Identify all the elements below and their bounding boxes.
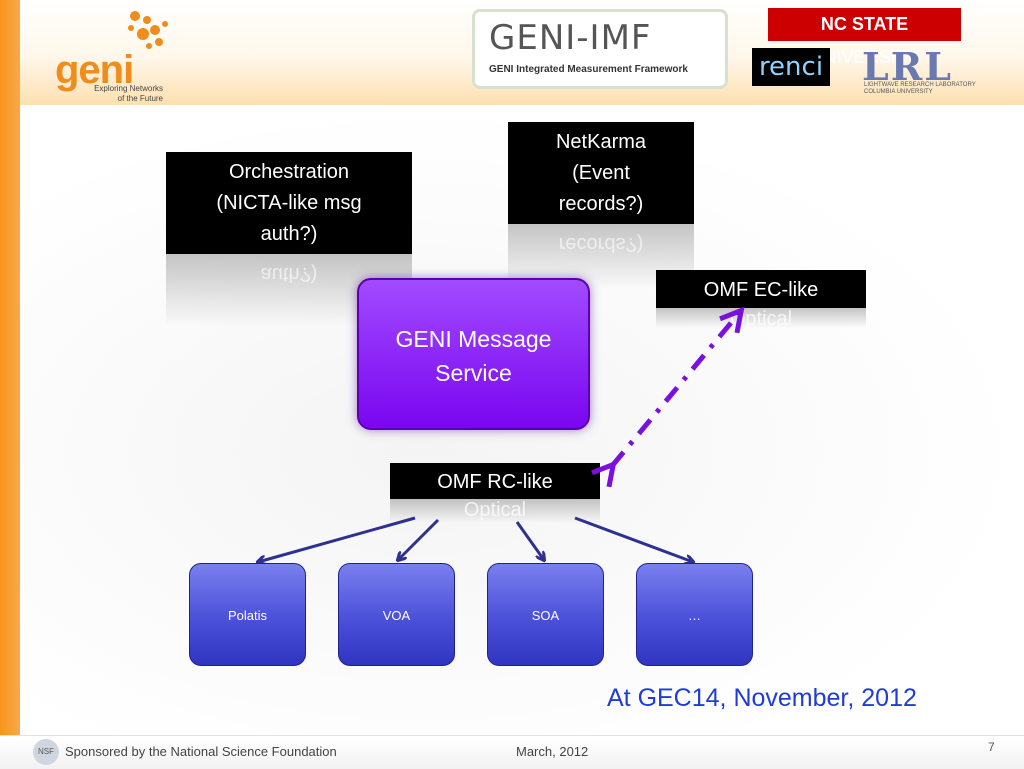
omf-ec-label: OMF EC-like	[703, 279, 819, 301]
footer-date: March, 2012	[516, 744, 589, 759]
lrl-subtitle: LIGHTWAVE RESEARCH LABORATORY COLUMBIA U…	[864, 82, 976, 95]
netkarma-box: NetKarma (Event records?)	[508, 122, 694, 224]
device-ellipsis-label: …	[688, 608, 701, 623]
nsf-seal-icon: NSF	[33, 739, 59, 765]
netkarma-line1: NetKarma	[555, 131, 647, 153]
omf-rc-box: OMF RC-like	[390, 463, 600, 499]
geni-imf-logo: GENI-IMF GENI Integrated Measurement Fra…	[472, 9, 728, 89]
geni-message-service-box: GENI Message Service	[357, 278, 590, 430]
device-soa: SOA	[487, 563, 604, 666]
dashed-link-ec-rc	[612, 312, 740, 466]
orchestration-line1: Orchestration	[228, 161, 350, 183]
imf-title: GENI-IMF	[489, 18, 652, 58]
omf-ec-reflection-text: Optical	[729, 308, 793, 328]
arrow-to-polatis	[258, 516, 416, 562]
device-voa: VOA	[338, 563, 455, 666]
message-service-line2: Service	[435, 360, 512, 386]
netkarma-line2: (Event	[572, 162, 630, 184]
page-number: 7	[988, 740, 995, 754]
renci-logo: renci	[752, 48, 830, 86]
netkarma-line3: records?)	[558, 193, 644, 215]
orchestration-line3: auth?)	[260, 223, 318, 245]
arrow-to-voa	[398, 518, 440, 560]
arrow-to-soa	[515, 521, 544, 560]
message-service-line1: GENI Message	[395, 326, 552, 352]
omf-rc-label: OMF RC-like	[437, 471, 553, 493]
geni-wordmark: geni	[55, 48, 134, 92]
ncsu-logo: NC STATE UNIVERSITY	[768, 8, 961, 67]
geni-dots-icon	[128, 11, 168, 49]
omf-rc-reflection-text: Optical	[463, 499, 527, 521]
imf-subtitle: GENI Integrated Measurement Framework	[489, 64, 688, 75]
orchestration-box: Orchestration (NICTA-like msg auth?)	[166, 152, 412, 254]
lrl-mark: LRL	[862, 44, 954, 89]
arrow-to-ellipsis	[574, 516, 693, 562]
omf-rc-reflection: Optical	[390, 499, 600, 523]
device-ellipsis: …	[636, 563, 753, 666]
device-polatis: Polatis	[189, 563, 306, 666]
geni-logo: geni Exploring Networks of the Future	[55, 8, 185, 106]
device-polatis-label: Polatis	[227, 608, 268, 623]
device-voa-label: VOA	[382, 608, 411, 623]
lrl-logo: LRL LIGHTWAVE RESEARCH LABORATORY COLUMB…	[862, 44, 1002, 100]
footer-sponsor: Sponsored by the National Science Founda…	[65, 744, 337, 759]
gec14-annotation: At GEC14, November, 2012	[607, 684, 917, 712]
left-accent-bar	[0, 0, 20, 735]
geni-tagline: Exploring Networks of the Future	[94, 84, 163, 103]
device-soa-label: SOA	[531, 608, 560, 623]
orchestration-line2: (NICTA-like msg	[216, 192, 362, 214]
footer-band	[0, 735, 1024, 769]
omf-ec-box: OMF EC-like	[656, 270, 866, 308]
